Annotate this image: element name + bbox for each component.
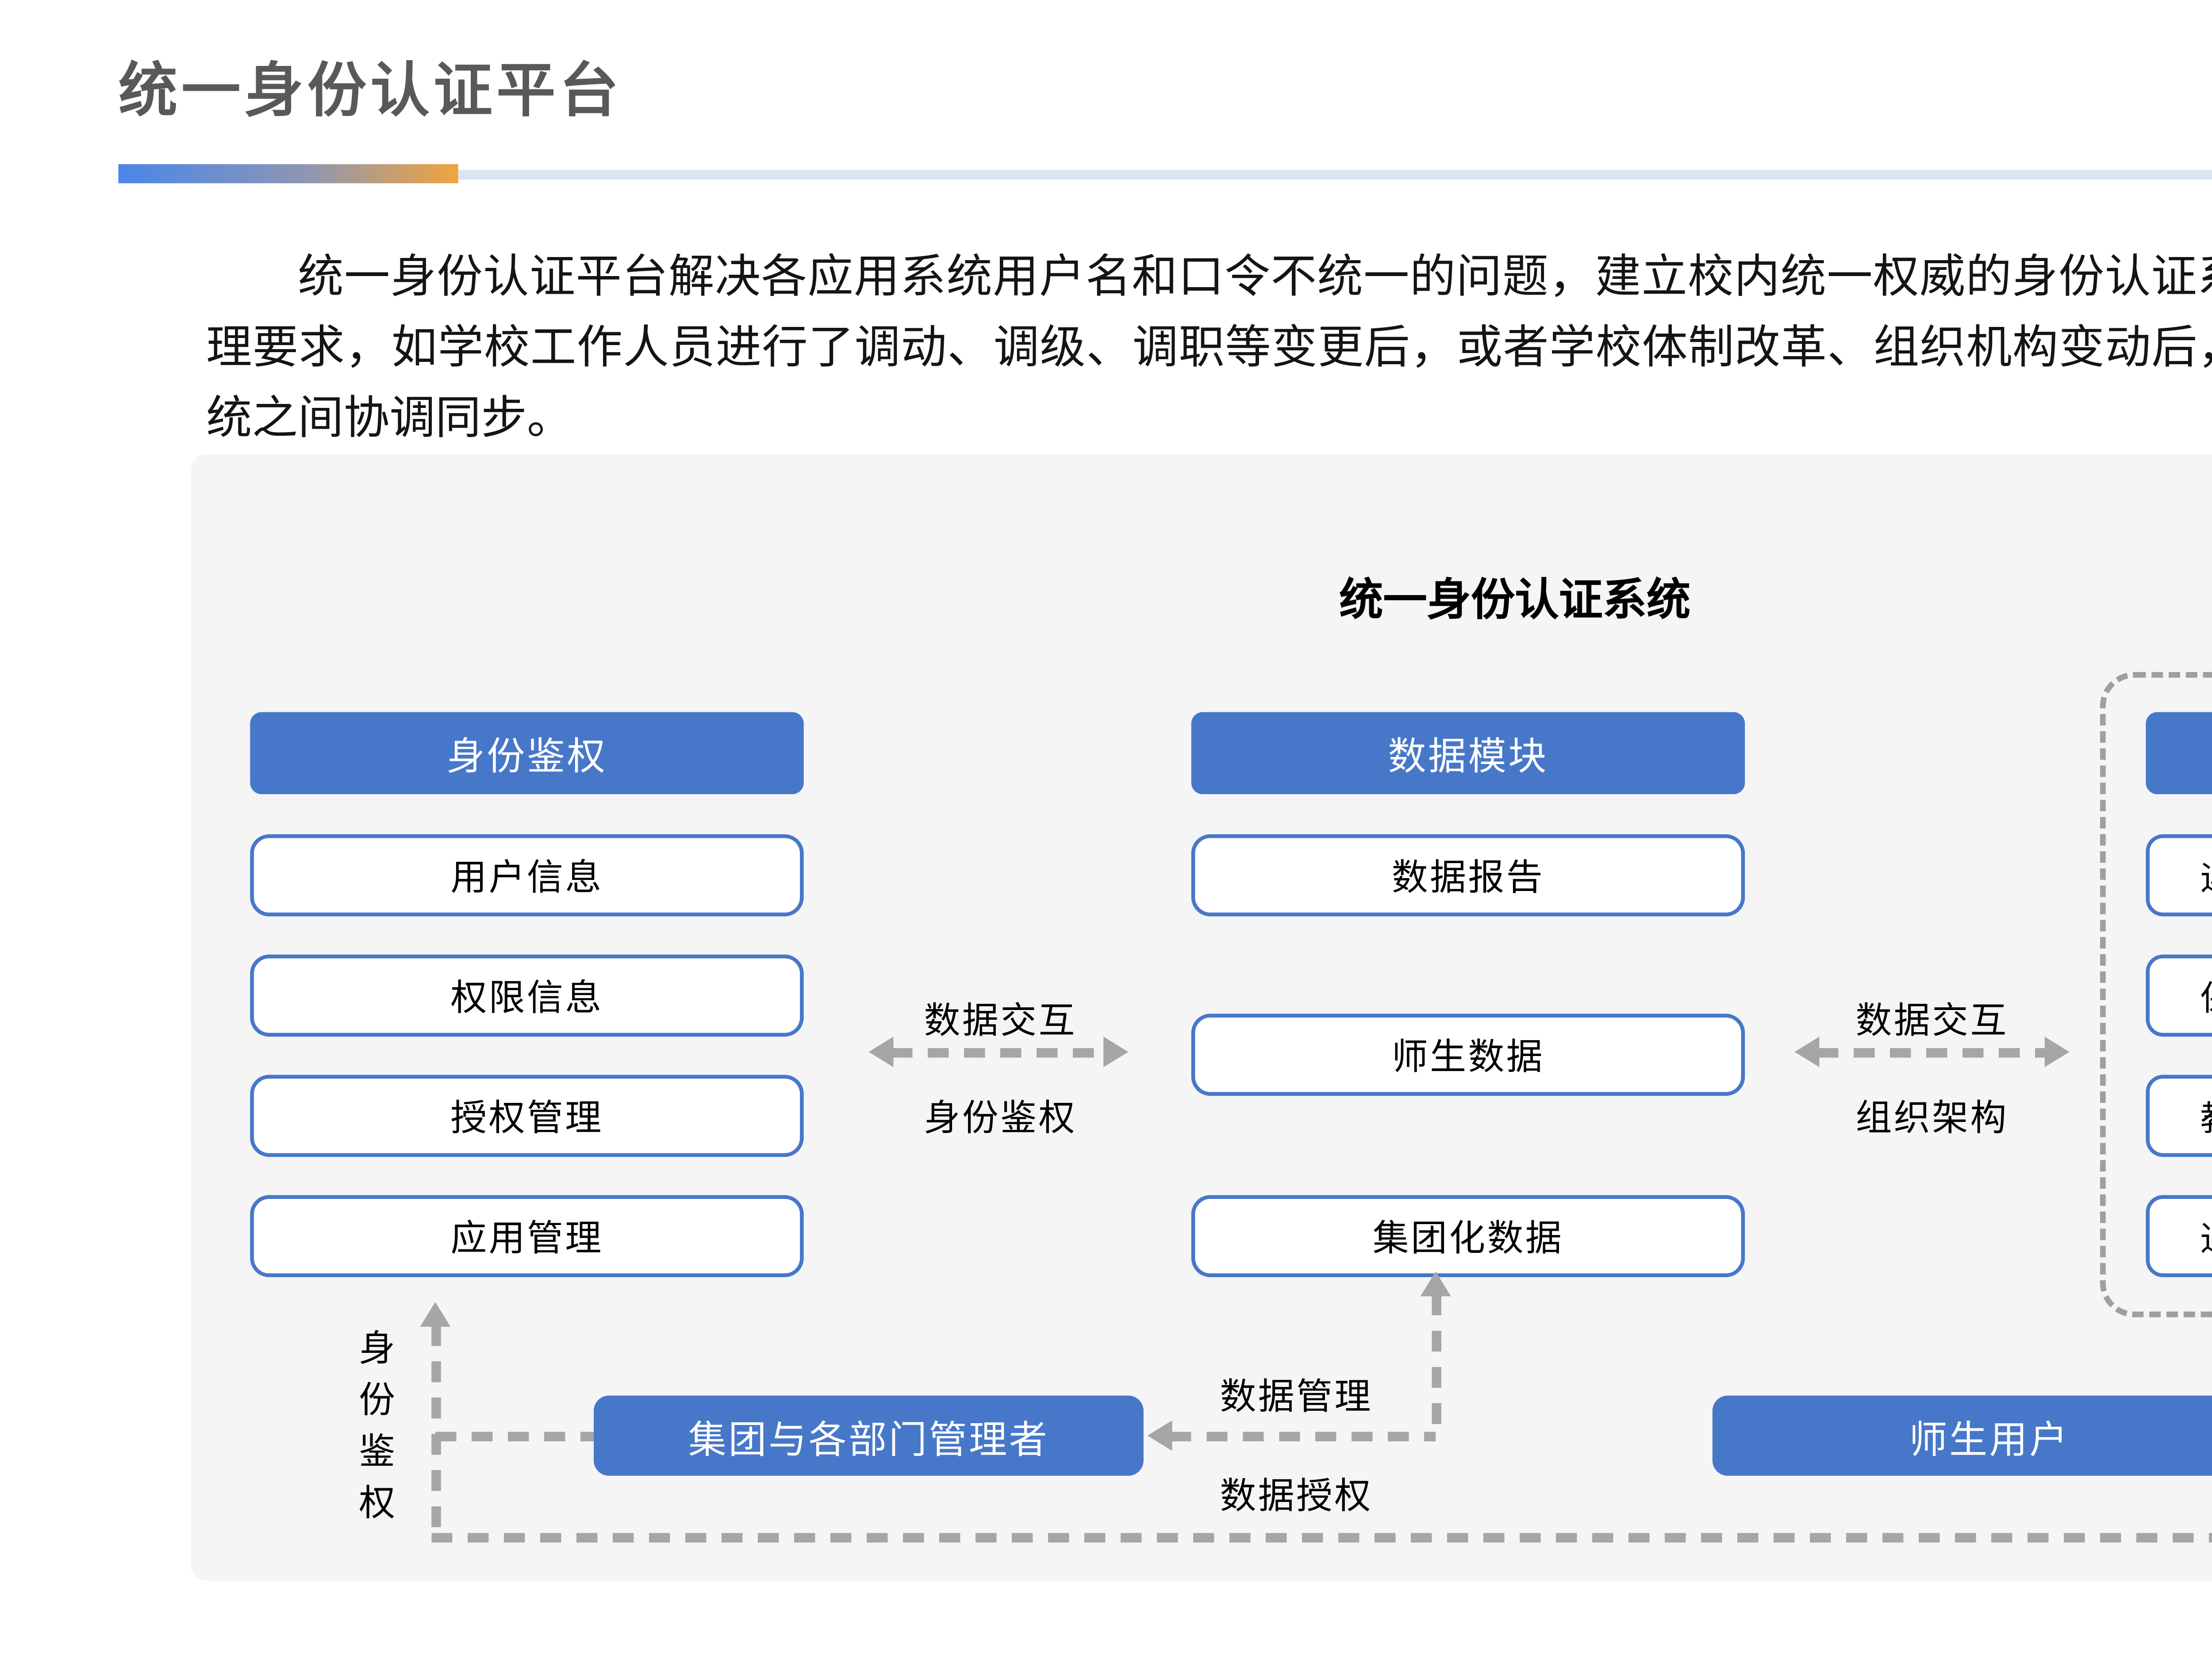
diagram-title: 统一身份认证系统 — [1339, 574, 1691, 625]
user-mgmt-container — [2100, 672, 2212, 1317]
user-mgmt-item: 通行管理 — [2146, 1195, 2212, 1277]
identity-item: 权限信息 — [250, 954, 804, 1037]
header-divider-line — [458, 170, 2212, 180]
left-arrowhead — [868, 1037, 894, 1068]
data-item: 集团化数据 — [1191, 1195, 1745, 1277]
manager-bottom-label: 数据授权 — [1220, 1478, 1373, 1518]
up-arrowhead — [1420, 1271, 1451, 1297]
dashed-double-arrow — [1817, 1048, 2047, 1058]
user-mgmt-item: 迎新系统 — [2146, 834, 2212, 917]
title-accent-bar — [118, 164, 458, 184]
identity-item: 用户信息 — [250, 834, 804, 917]
users-box: 师生用户 — [1712, 1395, 2212, 1476]
identity-item: 应用管理 — [250, 1195, 804, 1277]
link-left-top-label: 数据交互 — [924, 1002, 1077, 1043]
left-arrowhead — [1794, 1037, 1820, 1068]
manager-top-label: 数据管理 — [1220, 1378, 1373, 1419]
dashed-connector-branch — [435, 1432, 594, 1442]
right-arrowhead — [1103, 1037, 1129, 1068]
dashed-connector-vertical — [1432, 1294, 1442, 1436]
left-arrowhead — [1147, 1420, 1172, 1451]
dashed-bottom-line — [431, 1533, 2212, 1543]
left-vertical-label: 身份鉴权 — [353, 1329, 393, 1535]
right-arrowhead — [2044, 1037, 2070, 1068]
dashed-double-arrow — [891, 1048, 1106, 1058]
user-mgmt-item: 教务系统 — [2146, 1075, 2212, 1157]
user-mgmt-header: 用户管理 — [2146, 712, 2212, 795]
user-mgmt-item: 保修系统 — [2146, 954, 2212, 1037]
managers-box: 集团与各部门管理者 — [594, 1395, 1144, 1476]
dashed-connector-horizontal — [1170, 1432, 1436, 1442]
up-arrowhead — [420, 1302, 451, 1327]
data-item: 数据报告 — [1191, 834, 1745, 917]
link-right-bottom-label: 组织架构 — [1855, 1099, 2008, 1140]
link-right-top-label: 数据交互 — [1855, 1002, 2008, 1043]
intro-paragraph: 统一身份认证平台解决各应用系统用户名和口令不统一的问题，建立校内统一权威的身份认… — [206, 252, 2212, 445]
page-title: 统一身份认证平台 — [118, 57, 622, 124]
identity-group-header: 身份鉴权 — [250, 712, 804, 795]
data-item: 师生数据 — [1191, 1014, 1745, 1096]
link-left-bottom-label: 身份鉴权 — [924, 1099, 1077, 1140]
identity-item: 授权管理 — [250, 1075, 804, 1157]
data-group-header: 数据模块 — [1191, 712, 1745, 795]
dashed-connector-vertical — [431, 1325, 441, 1537]
